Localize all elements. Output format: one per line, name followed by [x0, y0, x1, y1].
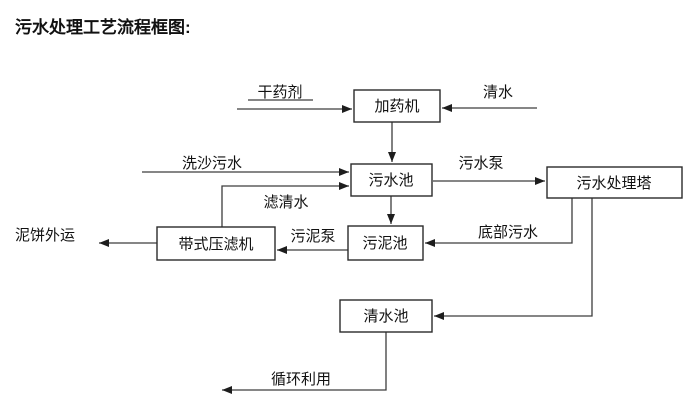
node-belt-filter-press-label: 带式压滤机: [178, 236, 253, 253]
node-sewage-pool-box: [350, 163, 433, 197]
label-sludge-pump: 污泥泵: [290, 228, 335, 245]
label-dry-agent: 干药剂: [257, 84, 302, 101]
label-sand-washing-sewage: 洗沙污水: [182, 155, 242, 172]
node-dosing-machine-label: 加药机: [374, 98, 419, 115]
node-sewage-pool: 污水池: [350, 163, 433, 197]
arrow-recycle: [222, 332, 387, 394]
node-sludge-pool-label: 污泥池: [362, 235, 407, 252]
node-sewage-pool-label: 污水池: [368, 172, 413, 189]
arrow-filtered-water-to-sewage-pool: [221, 182, 349, 227]
node-dosing-machine: 加药机: [353, 89, 441, 123]
node-dosing-machine-box: [353, 89, 441, 123]
node-treatment-tower-box: [546, 166, 683, 199]
label-sewage-pump: 污水泵: [458, 155, 503, 172]
node-sludge-pool: 污泥池: [347, 225, 424, 261]
node-clean-water-pool-box: [339, 299, 433, 333]
label-mud-cake-out: 泥饼外运: [15, 227, 75, 244]
label-clean-water: 清水: [483, 84, 513, 101]
label-bottom-sewage: 底部污水: [478, 224, 538, 241]
node-clean-water-pool-label: 清水池: [363, 308, 408, 325]
node-belt-filter-press-box: [156, 226, 276, 261]
node-clean-water-pool: 清水池: [339, 299, 433, 333]
label-recycle: 循环利用: [271, 371, 331, 388]
node-belt-filter-press: 带式压滤机: [156, 226, 276, 261]
arrow-tower-to-clean-water-pool: [434, 198, 593, 320]
label-filtered-water: 滤清水: [263, 194, 308, 211]
arrow-bottom-sewage-to-sludge-pool: [425, 198, 573, 247]
node-sludge-pool-box: [347, 225, 424, 261]
node-treatment-tower: 污水处理塔: [546, 166, 683, 199]
page-title: 污水处理工艺流程框图:: [15, 17, 191, 37]
node-treatment-tower-label: 污水处理塔: [576, 175, 651, 192]
